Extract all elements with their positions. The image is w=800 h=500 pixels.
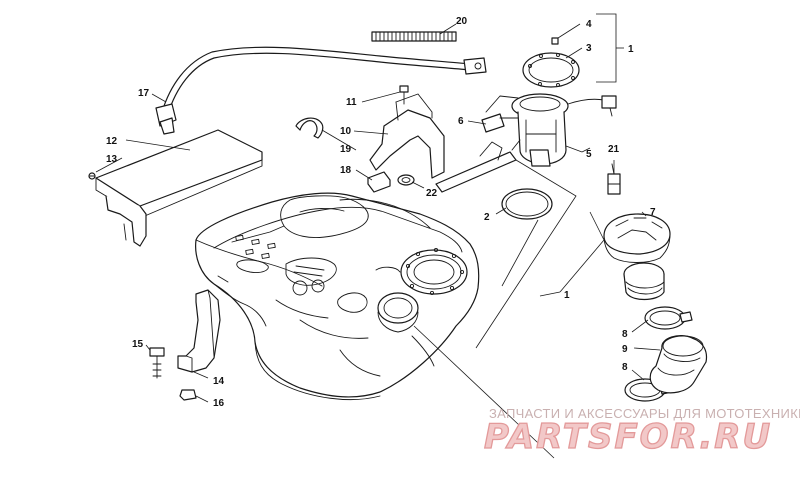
fuel-pump bbox=[435, 37, 617, 193]
filler-neck-opening bbox=[377, 292, 419, 333]
callout-16: 16 bbox=[213, 398, 225, 409]
strap-19 bbox=[295, 117, 324, 139]
callout-18: 18 bbox=[340, 165, 352, 176]
callout-3: 3 bbox=[586, 43, 592, 54]
callout-2: 2 bbox=[484, 212, 490, 223]
mount-bracket-14 bbox=[177, 289, 221, 373]
callout-10: 10 bbox=[340, 126, 352, 137]
callout-4: 4 bbox=[586, 19, 592, 30]
sender-21 bbox=[607, 163, 621, 195]
callout-12: 12 bbox=[106, 136, 118, 147]
callout-17: 17 bbox=[138, 88, 150, 99]
heat-shield bbox=[95, 129, 263, 247]
callout-6: 6 bbox=[458, 116, 464, 127]
callout-labels: 1 1 2 3 4 5 6 7 8 8 9 10 11 12 13 14 15 … bbox=[106, 16, 656, 409]
foam-strip bbox=[371, 31, 457, 42]
filler-neck bbox=[623, 262, 665, 301]
callout-11: 11 bbox=[346, 97, 357, 108]
callout-13: 13 bbox=[106, 154, 118, 165]
callout-8-upper: 8 bbox=[622, 329, 628, 340]
vent-hose bbox=[155, 46, 487, 135]
filler-hose-9 bbox=[649, 335, 708, 394]
watermark: ЗАПЧАСТИ И АКСЕССУАРЫ ДЛЯ МОТОТЕХНИКИ PA… bbox=[483, 406, 800, 458]
watermark-brand: PARTSFOR.RU bbox=[484, 417, 772, 457]
fuel-tank bbox=[195, 192, 480, 400]
nut-16 bbox=[179, 389, 197, 401]
fuel-cap-7 bbox=[603, 213, 671, 263]
watermark-subtitle: ЗАПЧАСТИ И АКСЕССУАРЫ ДЛЯ МОТОТЕХНИКИ bbox=[489, 406, 800, 421]
clamp-8-upper bbox=[644, 306, 693, 330]
callout-21: 21 bbox=[608, 144, 620, 155]
callout-1-lower: 1 bbox=[564, 290, 570, 301]
pad-18 bbox=[367, 171, 391, 193]
callout-22: 22 bbox=[426, 188, 438, 199]
callout-20: 20 bbox=[456, 16, 468, 27]
callout-9: 9 bbox=[622, 344, 628, 355]
callout-14: 14 bbox=[213, 376, 225, 387]
callout-1-top: 1 bbox=[628, 44, 634, 55]
callout-7: 7 bbox=[650, 207, 656, 218]
callout-15: 15 bbox=[132, 339, 144, 350]
bracket-10 bbox=[369, 93, 445, 179]
callout-8-lower: 8 bbox=[622, 362, 628, 373]
leader-lines bbox=[95, 13, 661, 459]
callout-19: 19 bbox=[340, 144, 352, 155]
bolt-11 bbox=[399, 85, 409, 105]
pump-opening bbox=[400, 247, 468, 296]
o-ring-2 bbox=[501, 188, 553, 220]
bolt-15 bbox=[149, 347, 165, 379]
grommet-22 bbox=[397, 174, 415, 186]
screw-13 bbox=[88, 172, 96, 180]
callout-5: 5 bbox=[586, 149, 592, 160]
